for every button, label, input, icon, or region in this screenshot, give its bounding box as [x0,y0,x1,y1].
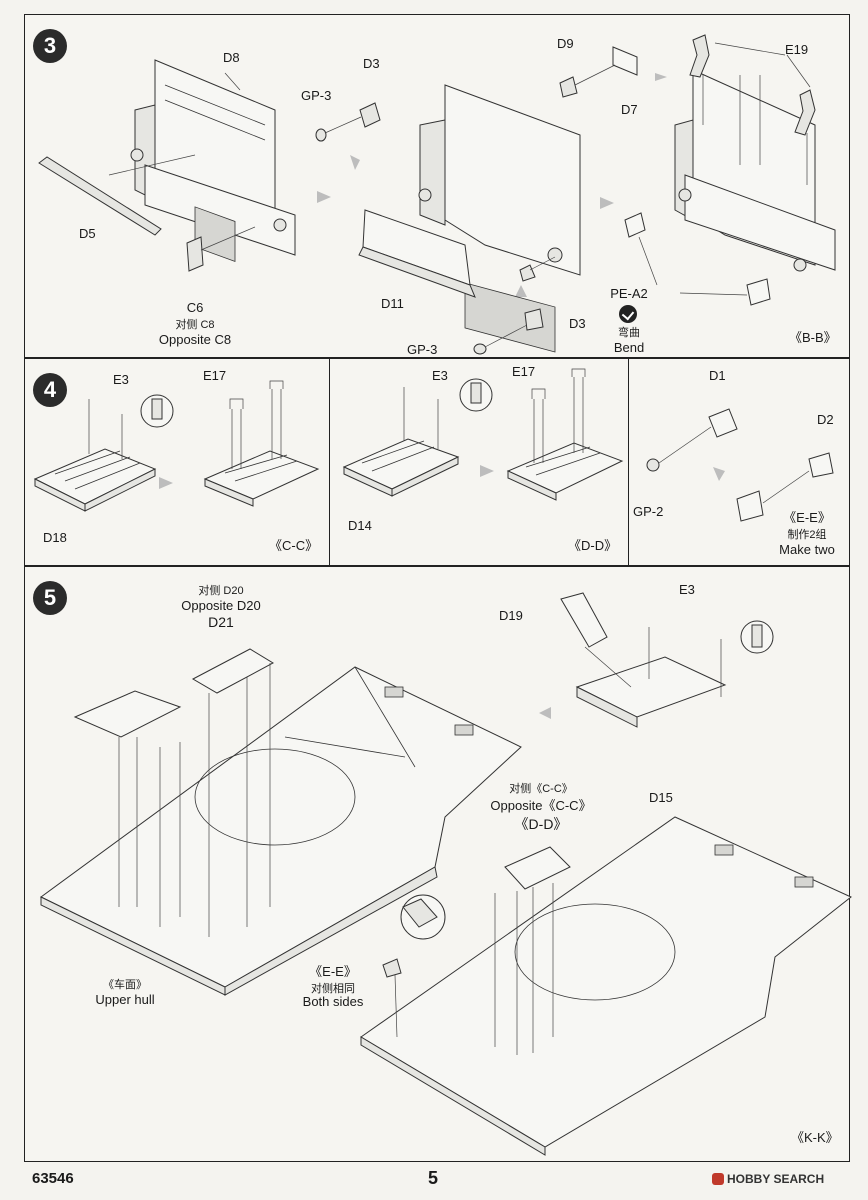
plate-d18 [33,448,157,505]
label-both-en: Both sides [302,994,364,1009]
part-d19 [560,592,608,648]
handle-e19-left [689,34,710,78]
pe-a2-piece-left [624,212,646,238]
label-dd-step5: 《D-D》 [514,816,568,832]
label-cc-cn: 对侧《C-C》 [509,783,573,795]
label-gp3-top: GP-3 [301,88,332,103]
label-d15: D15 [649,790,673,805]
label-e17-dd: E17 [512,364,536,379]
bend-icon [619,305,637,323]
label-e17-cc: E17 [203,368,227,383]
label-e19: E19 [785,42,809,57]
step-4-ee-panel: D1 D2 GP-2 《E-E》 制作2组 Make two [628,358,850,566]
watermark: HOBBY SEARCH [712,1172,824,1186]
deck-plate-left [73,690,182,738]
watermark-text: HOBBY SEARCH [727,1172,825,1186]
label-bend-en: Bend [613,340,645,355]
label-e3-step5: E3 [679,582,695,597]
handle-e19-right [794,89,816,136]
label-d19: D19 [499,608,523,623]
label-d8: D8 [223,50,240,65]
label-d9: D9 [557,36,574,51]
step-number-badge: 3 [33,29,67,63]
part-ee-mounted [382,958,402,978]
label-c8-en: Opposite C8 [158,332,232,347]
label-cc-en: Opposite《C-C》 [490,798,592,813]
part-d1 [708,408,738,438]
label-d11: D11 [381,296,404,311]
step-number-badge: 5 [33,581,67,615]
upper-hull-right [360,816,852,1156]
step-4-cc-illustration [33,380,320,512]
label-e3-cc: E3 [113,372,129,387]
pe-a2-piece-right [746,278,771,306]
label-d14: D14 [348,518,372,533]
page-number: 5 [428,1168,439,1188]
label-e3-dd: E3 [432,368,448,383]
label-d18: D18 [43,530,67,545]
bar-d5 [38,156,162,236]
label-d2: D2 [817,412,834,427]
label-d5: D5 [79,226,96,241]
d3-middle [519,264,536,282]
watermark-logo-icon [712,1173,724,1185]
d9-part [559,76,578,98]
label-gp2: GP-2 [633,504,664,519]
ref-ee: 《E-E》 [783,510,831,525]
part-gp2 [646,458,660,472]
label-upper-cn: 《车面》 [103,979,147,991]
step-4-dd-panel: E3 E17 D14 《D-D》 [329,358,629,566]
step-3-panel: 3 [24,14,850,461]
label-ee-step5: 《E-E》 [309,964,357,979]
step-4-ee-illustration [646,408,834,522]
label-bend-cn: 弯曲 [618,327,640,339]
label-upper-en: Upper hull [95,992,155,1007]
label-both-cn: 对侧相同 [311,983,355,995]
label-d1: D1 [709,368,726,383]
label-d20-cn: 对侧 D20 [198,585,244,597]
product-number: 63546 [32,1170,74,1187]
ref-cc: 《C-C》 [269,538,319,553]
rear-plate-d8-left [130,59,296,262]
ref-bb: 《B-B》 [789,330,837,345]
step-3-illustration [38,34,836,461]
ref-kk: 《K-K》 [791,1130,839,1145]
part-d2 [808,452,834,478]
label-gp3-bottom: GP-3 [407,342,438,357]
label-d20-en: Opposite D20 [181,598,261,613]
label-make-cn: 制作2组 [787,529,827,541]
plate-d21 [191,648,275,694]
rear-plate-middle [358,84,581,353]
label-c8-cn: 对侧 C8 [175,319,215,331]
step-4-dd-illustration [342,368,624,501]
label-make-en: Make two [779,542,835,557]
label-pe-a2: PE-A2 [610,286,648,301]
ref-dd: 《D-D》 [568,538,618,553]
step-5-panel: 5 [24,566,852,1162]
part-ee-assembled [736,490,764,522]
label-d3-bottom: D3 [569,316,586,331]
bracket-c6 [186,236,204,272]
label-d3-top: D3 [363,56,380,71]
step-4-cc-panel: 4 E3 E17 D18 《C-C》 [24,358,330,566]
step-5-illustration [40,592,852,1156]
step-number-badge: 4 [33,373,67,407]
label-d7: D7 [621,102,638,117]
upper-hull-left [40,666,522,996]
label-c6: C6 [186,300,204,315]
plate-dd-mounted [504,846,571,890]
label-d21: D21 [208,614,234,630]
d7-part [612,46,638,76]
